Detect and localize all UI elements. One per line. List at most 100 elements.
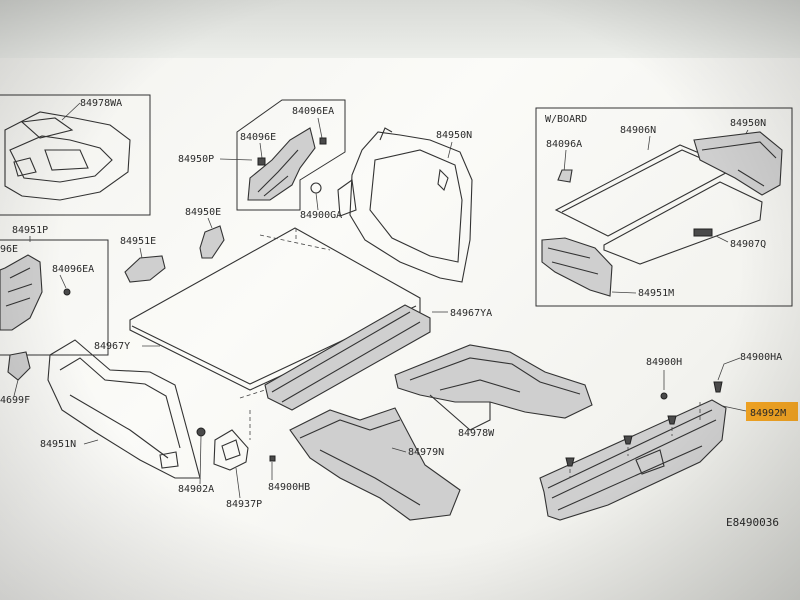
small-bracket-4699F	[7, 351, 31, 381]
sill-trim-ribs	[271, 311, 421, 403]
clip-84900H	[660, 392, 668, 400]
clip-84096EA-left	[63, 288, 71, 296]
label-84951E: 84951E	[120, 236, 156, 247]
inset-trim-84951M	[541, 237, 613, 297]
label-84096EA-left: 84096EA	[52, 264, 94, 275]
spare-tire-tray-group: 84978WA	[0, 94, 151, 216]
leader-84096EA-top	[317, 117, 323, 139]
label-84978W: 84978W	[458, 428, 495, 439]
wboard-inset-box	[535, 107, 793, 307]
rear-trim-contour	[299, 419, 421, 506]
leader-84951N	[83, 439, 99, 445]
label-84096E: 84096E	[240, 132, 276, 143]
leader-84951E	[139, 247, 143, 259]
leader-84096EA-left	[59, 274, 67, 289]
leader-84900GA	[315, 192, 319, 211]
leader-4699F	[13, 379, 19, 397]
inset-panel-84950N	[693, 131, 783, 196]
tire-tray-body	[4, 111, 131, 201]
floor-board-dash	[259, 228, 331, 251]
inset-label-84906N: 84906N	[620, 125, 656, 136]
floor-board-84967Y	[129, 227, 421, 391]
leader-84979N	[391, 447, 407, 453]
inset-leader-84906N	[647, 135, 651, 151]
inset-board-84907Q	[603, 181, 763, 265]
highlight-84992M	[746, 402, 798, 421]
clip-84900HA	[713, 381, 723, 393]
wheelwell-trim-arch	[429, 394, 491, 431]
leader-84096E	[259, 142, 263, 159]
hook-84937P	[213, 429, 249, 471]
wheelwell-trim-contour	[409, 357, 581, 395]
rear-side-panel-vent	[437, 168, 449, 192]
bracket-ribs	[257, 149, 299, 197]
clip-84096E	[257, 157, 266, 166]
rear-side-panel-tabs	[337, 127, 393, 217]
screen-top-band	[0, 0, 800, 58]
leader-84950E	[207, 217, 213, 229]
scuff-plate-fastener-dash	[569, 402, 701, 478]
tire-tray-cup	[20, 117, 74, 139]
upper-bracket-group: 84096EA 84096E 84950P 84900GA	[178, 99, 346, 221]
leader-84937P	[235, 467, 241, 499]
fastener-84900GA	[310, 182, 322, 194]
inset-leader-84096A	[563, 149, 567, 173]
bracket-84951E	[124, 255, 166, 283]
label-84900HB: 84900HB	[268, 482, 310, 493]
tire-tray-slot	[44, 149, 89, 171]
leader-84900HA	[717, 357, 741, 381]
inset-label-84950N: 84950N	[730, 118, 766, 129]
inset-leader-84907Q	[715, 235, 729, 243]
wboard-inset-group: W/BOARD 84906N 84950N 84096A 84907Q 8495…	[535, 107, 793, 307]
label-84992M: 84992M	[750, 408, 786, 419]
leader-84950N-main	[447, 141, 453, 159]
side-trim-piece	[0, 254, 43, 331]
label-84978WA: 84978WA	[80, 98, 122, 109]
side-lining-contour	[59, 357, 181, 459]
label-84937P: 84937P	[226, 499, 262, 510]
bracket-84950E	[199, 225, 225, 259]
wheelwell-trim-group: 84978W	[394, 344, 593, 439]
small-brackets-group: 84950E 84951E	[120, 207, 225, 283]
rear-trim-group: 84979N	[289, 407, 461, 521]
label-84979N: 84979N	[408, 447, 444, 458]
scuff-plate-clips	[565, 415, 677, 467]
sill-trim-84967YA	[264, 304, 431, 411]
label-84967YA: 84967YA	[450, 308, 492, 319]
inset-label-84096A: 84096A	[546, 139, 582, 150]
scuff-plate-ribs	[547, 409, 717, 511]
label-84951P: 84951P	[12, 225, 48, 236]
label-84900GA: 84900GA	[300, 210, 342, 221]
label-84950E: 84950E	[185, 207, 221, 218]
label-84902A: 84902A	[178, 484, 214, 495]
inset-panel-84950N-contour	[701, 141, 777, 187]
trunk-floor-group: 84967Y 84967YA	[94, 227, 492, 440]
inset-title: W/BOARD	[545, 114, 587, 125]
lower-small-parts-group: 84902A 84937P 84900HB	[178, 427, 310, 510]
label-84967Y: 84967Y	[94, 341, 130, 352]
diagram-code: E8490036	[726, 516, 779, 529]
label-96E-partial: 96E	[0, 244, 18, 255]
hook-84937P-inner	[221, 439, 241, 461]
wheelwell-trim-84978W	[394, 344, 593, 419]
label-84951N: 84951N	[40, 439, 76, 450]
side-trim-box-group: 84951P 96E 84096EA 4699F	[0, 225, 109, 406]
label-84900H: 84900H	[646, 357, 682, 368]
inset-label-84907Q: 84907Q	[730, 239, 766, 250]
inset-trim-84951M-ribs	[547, 247, 599, 275]
inset-handle-84907Q	[693, 228, 713, 237]
inset-leader-84951M	[611, 291, 637, 294]
tire-tray-slot-2	[13, 157, 37, 177]
side-lining-tab	[159, 451, 179, 469]
leader-84902A	[199, 435, 202, 485]
rear-side-panel-inner	[369, 149, 463, 263]
label-84900HA: 84900HA	[740, 352, 782, 363]
side-trim-box	[0, 239, 109, 356]
side-trim-ribs	[5, 267, 33, 307]
label-84096EA-top: 84096EA	[292, 106, 334, 117]
clip-84096EA-top	[319, 137, 327, 145]
leader-84950P	[219, 158, 253, 161]
clip-84902A	[196, 427, 206, 437]
leader-84978WA	[61, 102, 81, 121]
